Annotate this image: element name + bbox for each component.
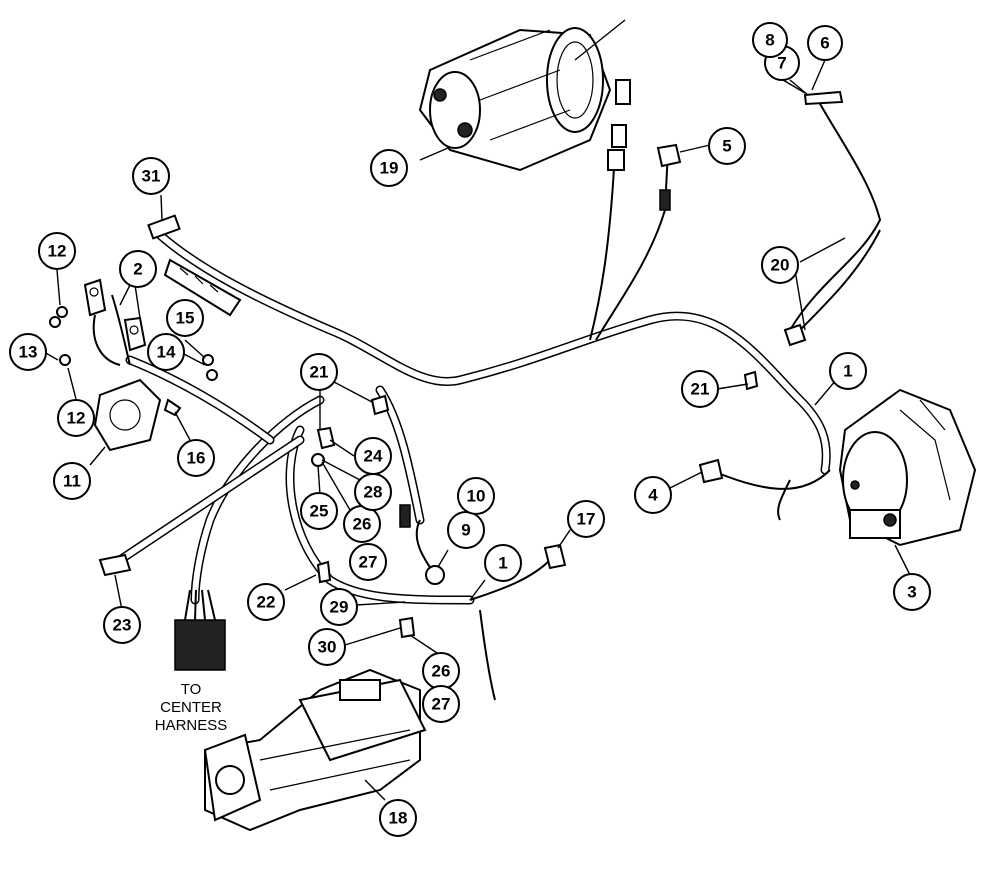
svg-text:1: 1 (843, 362, 852, 381)
connector-31 (147, 214, 242, 317)
callout-25: 25 (300, 492, 338, 530)
svg-text:28: 28 (364, 483, 383, 502)
ring-terminals (83, 278, 147, 366)
callout-3: 3 (893, 573, 931, 611)
callout-29: 29 (320, 588, 358, 626)
callout-27b: 27 (422, 685, 460, 723)
svg-text:27: 27 (359, 553, 378, 572)
callout-10: 10 (457, 477, 495, 515)
svg-text:21: 21 (310, 363, 329, 382)
callout-26a: 26 (343, 505, 381, 543)
callout-4: 4 (634, 476, 672, 514)
center-harness-note: TO CENTER HARNESS (155, 681, 228, 734)
nuts (49, 306, 218, 417)
svg-text:3: 3 (907, 583, 916, 602)
ac-compressor (418, 19, 626, 172)
callout-2: 2 (119, 250, 157, 288)
svg-text:1: 1 (498, 554, 507, 573)
sensor-5 (656, 143, 682, 211)
callout-13: 13 (9, 333, 47, 371)
svg-text:31: 31 (142, 167, 161, 186)
svg-text:19: 19 (380, 159, 399, 178)
svg-text:24: 24 (364, 447, 383, 466)
note-line-1: TO (181, 681, 202, 698)
callout-11: 11 (53, 462, 91, 500)
alternator (838, 388, 977, 547)
callout-26b: 26 (422, 652, 460, 690)
callouts: 1 1 2 3 4 5 6 7 8 9 10 11 12 12 13 14 15… (9, 22, 931, 837)
note-line-2: CENTER (160, 699, 222, 716)
callout-19: 19 (370, 149, 408, 187)
svg-text:5: 5 (722, 137, 731, 156)
callout-28: 28 (354, 473, 392, 511)
callout-15: 15 (166, 299, 204, 337)
svg-text:4: 4 (648, 486, 658, 505)
sensor-17 (543, 543, 567, 570)
svg-text:22: 22 (257, 593, 276, 612)
svg-text:20: 20 (771, 256, 790, 275)
wires (415, 94, 882, 701)
svg-text:25: 25 (310, 502, 329, 521)
callout-18: 18 (379, 799, 417, 837)
callout-1b: 1 (484, 544, 522, 582)
leader-lines (43, 59, 911, 801)
clips (311, 323, 807, 639)
sensor-6 (803, 90, 844, 106)
callout-24: 24 (354, 437, 392, 475)
svg-text:26: 26 (432, 662, 451, 681)
callout-12b: 12 (57, 399, 95, 437)
callout-23: 23 (103, 606, 141, 644)
callout-21a: 21 (300, 353, 338, 391)
svg-text:30: 30 (318, 638, 337, 657)
callout-22: 22 (247, 583, 285, 621)
callout-8: 8 (752, 22, 788, 58)
svg-text:12: 12 (48, 242, 67, 261)
callout-20: 20 (761, 246, 799, 284)
callout-12a: 12 (38, 232, 76, 270)
svg-text:13: 13 (19, 343, 38, 362)
svg-text:15: 15 (176, 309, 195, 328)
svg-text:26: 26 (353, 515, 372, 534)
callout-9: 9 (447, 511, 485, 549)
svg-text:11: 11 (63, 472, 81, 491)
svg-text:10: 10 (467, 487, 486, 506)
svg-text:8: 8 (765, 31, 774, 50)
relay (93, 378, 162, 452)
sensor-4 (698, 458, 724, 484)
callout-5: 5 (708, 127, 746, 165)
sender-9 (399, 504, 445, 585)
svg-text:23: 23 (113, 616, 132, 635)
svg-text:18: 18 (389, 809, 408, 828)
callout-6: 6 (807, 25, 843, 61)
sensor-23 (98, 553, 132, 577)
compressor-connectors (607, 79, 631, 171)
svg-text:27: 27 (432, 695, 451, 714)
callout-1a: 1 (829, 352, 867, 390)
svg-text:14: 14 (157, 343, 176, 362)
note-line-3: HARNESS (155, 717, 228, 734)
callout-31: 31 (132, 157, 170, 195)
callout-27a: 27 (349, 543, 387, 581)
svg-text:21: 21 (691, 380, 710, 399)
svg-text:7: 7 (777, 54, 786, 73)
svg-text:6: 6 (820, 34, 829, 53)
svg-text:9: 9 (461, 521, 470, 540)
callout-21b: 21 (681, 370, 719, 408)
svg-text:17: 17 (577, 510, 596, 529)
callout-16: 16 (177, 439, 215, 477)
center-harness-connector (174, 589, 226, 671)
svg-text:2: 2 (133, 260, 142, 279)
svg-text:29: 29 (330, 598, 349, 617)
callout-30: 30 (308, 628, 346, 666)
callout-14: 14 (147, 333, 185, 371)
svg-text:16: 16 (187, 449, 206, 468)
callout-17: 17 (567, 500, 605, 538)
starter-motor (203, 668, 427, 832)
svg-text:12: 12 (67, 409, 86, 428)
